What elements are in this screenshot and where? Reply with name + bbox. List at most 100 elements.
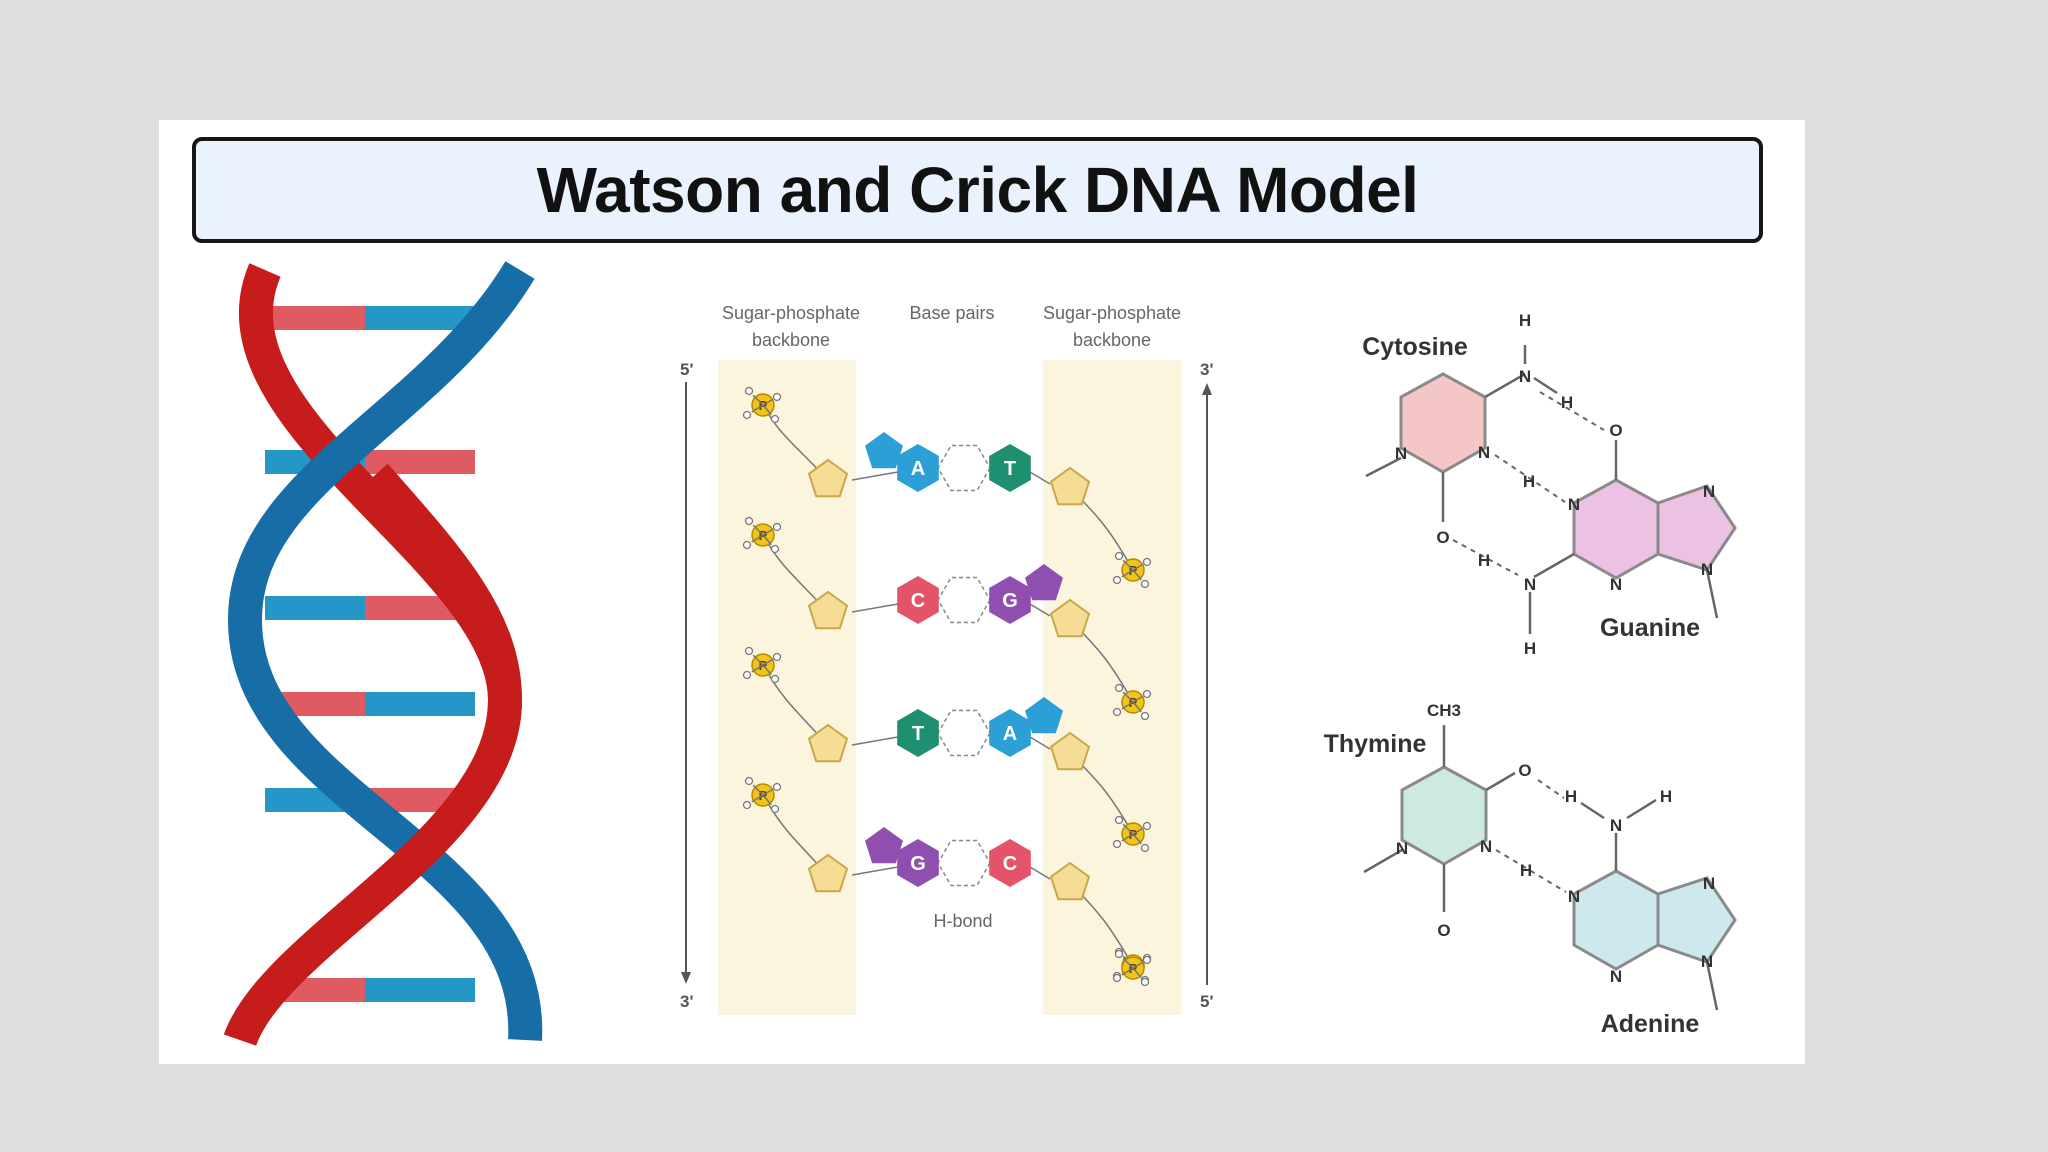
atom-n: N bbox=[1703, 874, 1715, 893]
oxygen-atom bbox=[744, 776, 754, 786]
cytosine-ring bbox=[1399, 372, 1487, 474]
label-backbone-right-1: Sugar-phosphate bbox=[1043, 303, 1181, 323]
title-box: Watson and Crick DNA Model bbox=[192, 137, 1763, 243]
oxygen-atom bbox=[772, 652, 782, 662]
atom-h: H bbox=[1524, 639, 1536, 658]
glycosidic-bond bbox=[851, 866, 899, 876]
hbond bbox=[1537, 779, 1565, 799]
base-pentagon bbox=[865, 432, 903, 469]
hbond bbox=[1452, 539, 1519, 576]
atom-n: N bbox=[1568, 495, 1580, 514]
sugar-pentagon bbox=[1049, 731, 1091, 771]
helix-rung-segment bbox=[365, 978, 475, 1002]
base-letter: A bbox=[911, 458, 925, 480]
oxygen-atom bbox=[772, 522, 782, 532]
phosphate-bond bbox=[1121, 967, 1134, 976]
helix-strand-red-back bbox=[223, 263, 523, 1047]
oxygen-atom bbox=[744, 646, 754, 656]
oxygen-atom bbox=[770, 544, 780, 554]
label-backbone-left-2: backbone bbox=[752, 330, 830, 350]
base-hexagon bbox=[989, 576, 1031, 624]
oxygen-atom bbox=[1142, 821, 1152, 831]
oxygen-atom bbox=[1142, 557, 1152, 567]
phosphate-bond bbox=[1132, 961, 1144, 969]
oxygen-atom bbox=[1112, 575, 1122, 585]
thymine-ring bbox=[1400, 765, 1488, 866]
label-backbone-right-2: backbone bbox=[1073, 330, 1151, 350]
atom-n: N bbox=[1396, 839, 1408, 858]
phosphate-bond bbox=[1122, 957, 1134, 969]
cytosine-guanine-pair: H N H O N N H N O H N N H N N Cytosine G… bbox=[1362, 311, 1737, 658]
oxygen-atom bbox=[744, 386, 754, 396]
guanine-ring-6 bbox=[1572, 478, 1660, 580]
atom-methyl: CH3 bbox=[1427, 701, 1461, 720]
oxygen-atom bbox=[742, 670, 752, 680]
thymine-adenine-pair: CH3 O H N H N N H N O N N N Thymine Aden… bbox=[1324, 701, 1737, 1038]
base-letter: T bbox=[1004, 458, 1016, 480]
phosphate-bond bbox=[751, 534, 764, 543]
phosphate-bond bbox=[1132, 827, 1144, 835]
phosphate-bond bbox=[752, 394, 764, 406]
base-pentagon bbox=[865, 827, 903, 864]
phosphate-bond bbox=[751, 404, 764, 413]
oxygen-atom bbox=[1114, 949, 1124, 959]
phosphate-bond bbox=[762, 664, 772, 676]
atom-n: N bbox=[1610, 967, 1622, 986]
phosphate-bond bbox=[751, 794, 764, 803]
atom-n: N bbox=[1519, 367, 1531, 386]
phosphate-bond bbox=[1122, 559, 1134, 571]
label-adenine: Adenine bbox=[1601, 1010, 1700, 1038]
hbond-ring bbox=[937, 576, 991, 624]
hbond bbox=[1495, 849, 1567, 893]
atom-o: O bbox=[1437, 921, 1450, 940]
atom-h: H bbox=[1520, 861, 1532, 880]
backbone-band-right bbox=[1043, 360, 1181, 1015]
helix-strand-red-front bbox=[223, 463, 523, 1047]
bond bbox=[1533, 376, 1558, 395]
helix-strand-blue bbox=[227, 261, 543, 1041]
phosphate-bond bbox=[762, 398, 774, 406]
helix-rung-segment bbox=[365, 692, 475, 716]
adenine-ring-5 bbox=[1656, 876, 1737, 964]
atom-o: O bbox=[1518, 761, 1531, 780]
label-right-top: 3' bbox=[1200, 360, 1214, 379]
bond bbox=[1365, 456, 1402, 478]
atom-n: N bbox=[1395, 444, 1407, 463]
oxygen-atom bbox=[1140, 711, 1150, 721]
bond bbox=[1626, 798, 1657, 820]
phosphate-bond bbox=[1132, 833, 1142, 845]
base-letter: T bbox=[912, 723, 924, 745]
oxygen-atom bbox=[1140, 579, 1150, 589]
backbone-band-left bbox=[718, 360, 856, 1015]
phosphate-bond bbox=[1121, 701, 1134, 710]
label-cytosine: Cytosine bbox=[1362, 333, 1468, 361]
oxygen-atom bbox=[742, 800, 752, 810]
helix-rung-segment bbox=[265, 596, 365, 620]
phosphate-bond bbox=[762, 534, 772, 546]
base-letter: C bbox=[1003, 853, 1017, 875]
glycosidic-bond bbox=[1029, 866, 1051, 880]
bond bbox=[1485, 771, 1516, 792]
page-title: Watson and Crick DNA Model bbox=[536, 154, 1419, 226]
atom-h: H bbox=[1660, 787, 1672, 806]
atom-h: H bbox=[1523, 472, 1535, 491]
phosphate-bond bbox=[752, 784, 764, 796]
adenine-ring-6 bbox=[1572, 869, 1660, 971]
base-hexagon bbox=[989, 709, 1031, 757]
atom-n: N bbox=[1701, 560, 1713, 579]
label-backbone-left-1: Sugar-phosphate bbox=[722, 303, 860, 323]
atom-n: N bbox=[1703, 482, 1715, 501]
base-pair-ladder: Sugar-phosphate backbone Base pairs Suga… bbox=[680, 303, 1214, 1015]
label-thymine: Thymine bbox=[1324, 730, 1427, 758]
guanine-ring-5 bbox=[1656, 484, 1737, 572]
oxygen-atom bbox=[1140, 843, 1150, 853]
bond bbox=[1533, 552, 1575, 579]
atom-h: H bbox=[1519, 311, 1531, 330]
oxygen-atom bbox=[742, 540, 752, 550]
base-letter: A bbox=[1003, 723, 1017, 745]
base-hexagon bbox=[897, 444, 939, 492]
atom-n: N bbox=[1480, 837, 1492, 856]
oxygen-atom bbox=[1142, 955, 1152, 965]
double-helix bbox=[223, 261, 543, 1047]
